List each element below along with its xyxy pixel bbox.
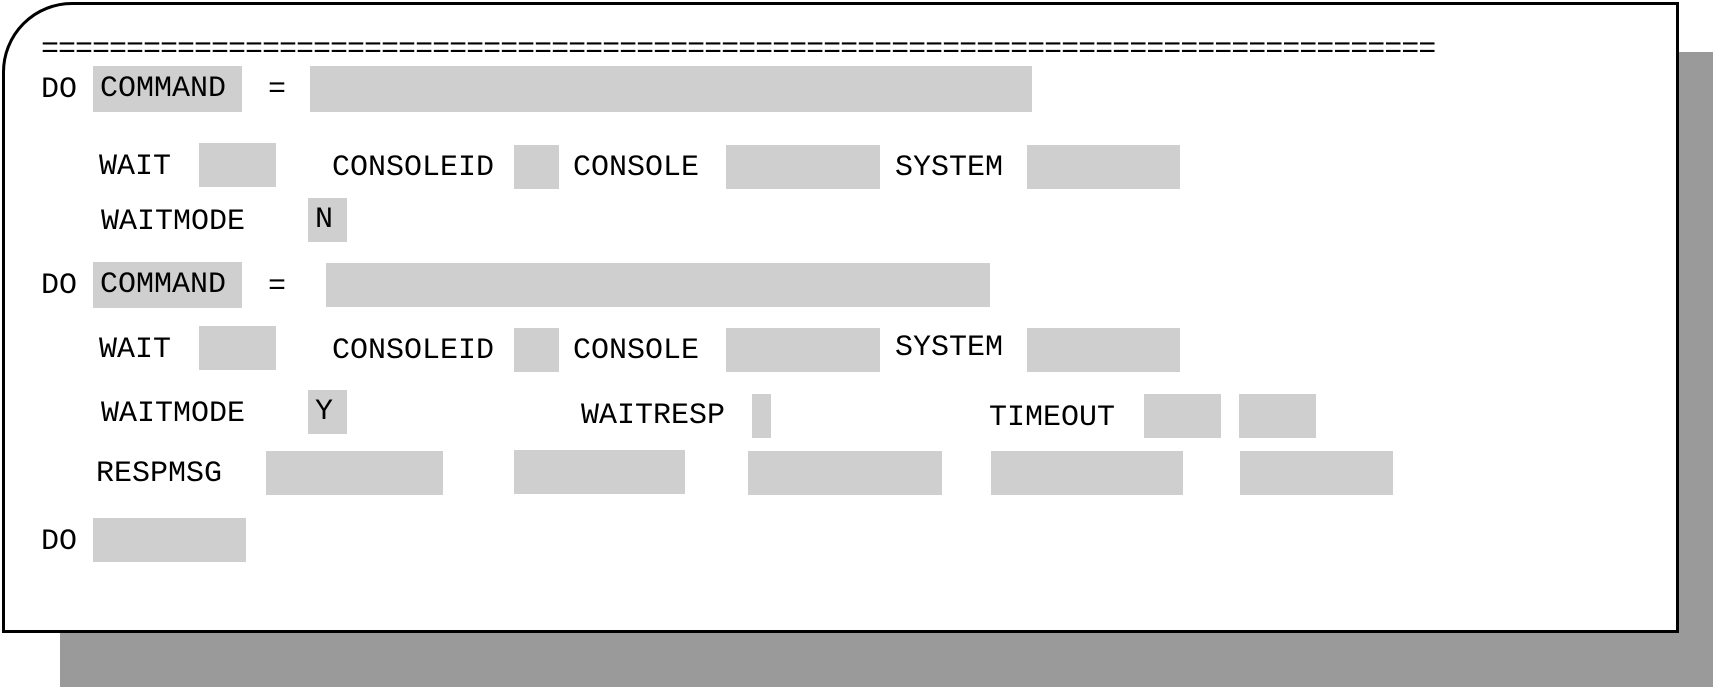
command-keyword-field[interactable]: COMMAND	[93, 66, 242, 112]
wait-label: WAIT	[99, 150, 172, 184]
respmsg-label: RESPMSG	[96, 457, 223, 491]
separator-line: ========================================…	[41, 40, 1436, 60]
consoleid-input[interactable]	[514, 328, 559, 372]
do-label: DO	[41, 525, 78, 559]
waitmode-label: WAITMODE	[101, 397, 246, 431]
do-statement-input[interactable]	[93, 518, 246, 562]
respmsg-input-2[interactable]	[514, 450, 685, 494]
command-keyword-field[interactable]: COMMAND	[93, 262, 242, 308]
waitmode-label: WAITMODE	[101, 205, 246, 239]
waitmode-input[interactable]: N	[308, 198, 347, 242]
command-input[interactable]	[310, 66, 1032, 112]
console-label: CONSOLE	[573, 334, 700, 368]
system-label: SYSTEM	[895, 151, 1004, 185]
waitresp-input[interactable]	[752, 394, 771, 438]
console-input[interactable]	[726, 145, 880, 189]
command-input[interactable]	[326, 263, 990, 307]
do-command-panel: ========================================…	[2, 2, 1679, 633]
consoleid-label: CONSOLEID	[332, 334, 495, 368]
equals-sign: =	[268, 73, 287, 107]
timeout-label: TIMEOUT	[989, 401, 1116, 435]
timeout-input[interactable]	[1144, 394, 1221, 438]
respmsg-input-5[interactable]	[1240, 451, 1393, 495]
do-label: DO	[41, 73, 78, 107]
wait-input[interactable]	[199, 326, 276, 370]
consoleid-input[interactable]	[514, 145, 559, 189]
respmsg-input-1[interactable]	[266, 451, 443, 495]
system-label: SYSTEM	[895, 331, 1004, 365]
system-input[interactable]	[1027, 145, 1180, 189]
system-input[interactable]	[1027, 328, 1180, 372]
do-label: DO	[41, 269, 78, 303]
wait-label: WAIT	[99, 333, 172, 367]
timeout-input-2[interactable]	[1239, 394, 1316, 438]
waitresp-label: WAITRESP	[581, 399, 726, 433]
respmsg-input-3[interactable]	[748, 451, 942, 495]
console-input[interactable]	[726, 328, 880, 372]
wait-input[interactable]	[199, 143, 276, 187]
equals-sign: =	[268, 270, 287, 304]
consoleid-label: CONSOLEID	[332, 151, 495, 185]
waitmode-input[interactable]: Y	[308, 390, 347, 434]
respmsg-input-4[interactable]	[991, 451, 1183, 495]
console-label: CONSOLE	[573, 151, 700, 185]
